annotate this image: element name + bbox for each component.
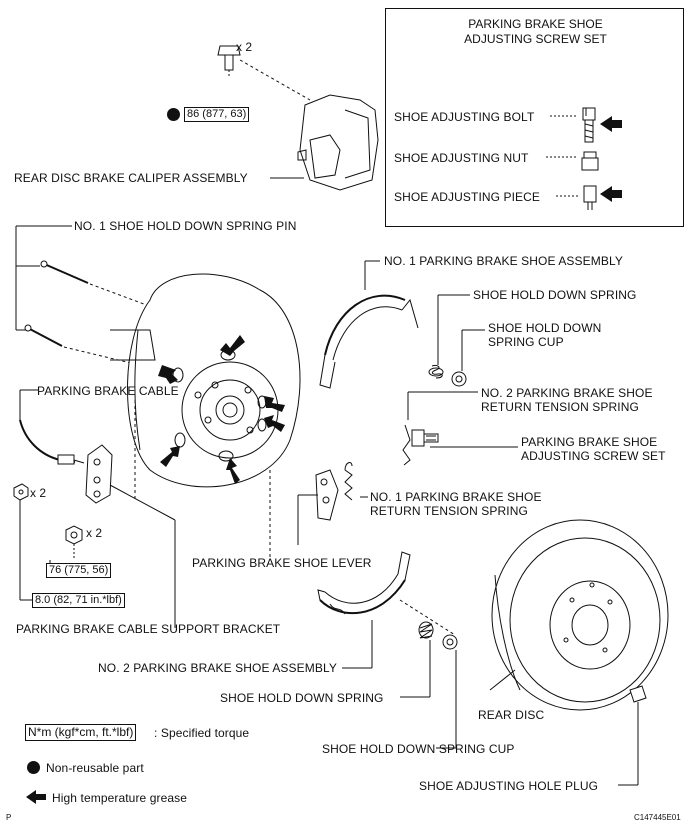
hold-down-pin-upper (40, 260, 89, 284)
label-hold-down-spring-upper: SHOE HOLD DOWN SPRING (473, 288, 637, 302)
label-rear-disc-brake-caliper: REAR DISC BRAKE CALIPER ASSEMBLY (14, 171, 248, 185)
inset-title: PARKING BRAKE SHOE ADJUSTING SCREW SET (464, 17, 607, 46)
label-adjusting-hole-plug: SHOE ADJUSTING HOLE PLUG (419, 779, 599, 793)
label-hold-down-cup-upper: SHOE HOLD DOWN SPRING CUP (488, 321, 602, 349)
label-hold-down-spring-lower: SHOE HOLD DOWN SPRING (220, 691, 384, 705)
inset-grease-arrows (600, 116, 622, 202)
label-cable-support-bracket: PARKING BRAKE CABLE SUPPORT BRACKET (16, 622, 281, 636)
hold-down-spring-upper (428, 365, 444, 379)
legend-non-reusable-dot-icon (27, 761, 40, 774)
label-shoe-adjusting-piece: SHOE ADJUSTING PIECE (394, 190, 541, 204)
adjusting-screw-set-inset: PARKING BRAKE SHOE ADJUSTING SCREW SET (385, 8, 684, 227)
torque-caliper-bolt: 86 (877, 63) (184, 107, 250, 122)
inset-adjusting-nut (581, 151, 599, 171)
legend-torque-text: : Specified torque (154, 726, 250, 740)
rear-disc (491, 519, 669, 711)
torque-bracket-nut: 76 (775, 56) (46, 563, 112, 578)
adjusting-screw-set (411, 429, 439, 447)
label-shoe-adjusting-nut: SHOE ADJUSTING NUT (394, 151, 529, 165)
label-no1-return-spring: NO. 1 PARKING BRAKE SHOE RETURN TENSION … (370, 490, 542, 518)
label-shoe-adjusting-bolt: SHOE ADJUSTING BOLT (394, 110, 535, 124)
torque-bracket-bolt: 8.0 (82, 71 in.*lbf) (32, 593, 125, 608)
inset-adjusting-bolt (582, 107, 596, 143)
return-tension-spring-no2 (402, 424, 411, 466)
legend-grease-text: High temperature grease (52, 791, 188, 805)
label-no1-parking-brake-shoe: NO. 1 PARKING BRAKE SHOE ASSEMBLY (384, 254, 623, 268)
caliper-bolt (217, 45, 241, 78)
inset-adjusting-piece (583, 185, 597, 210)
label-no2-return-spring: NO. 2 PARKING BRAKE SHOE RETURN TENSION … (481, 386, 653, 414)
figure-id: C147445E01 (634, 813, 681, 822)
quantity-x2-bracket-nut: x 2 (86, 526, 103, 540)
hold-down-spring-lower (418, 621, 434, 639)
non-reusable-dot-icon (167, 108, 180, 121)
hold-down-spring-cup-upper (451, 371, 467, 387)
legend-non-reusable-text: Non-reusable part (46, 761, 144, 775)
grease-arrows (158, 335, 285, 484)
caliper-assembly (297, 94, 379, 191)
bracket-bolt (13, 483, 29, 501)
label-no2-parking-brake-shoe: NO. 2 PARKING BRAKE SHOE ASSEMBLY (98, 661, 337, 675)
return-tension-spring-no1 (344, 462, 353, 501)
label-adjusting-screw-set: PARKING BRAKE SHOE ADJUSTING SCREW SET (521, 435, 666, 463)
corner-left-mark: P (6, 813, 12, 822)
hold-down-spring-cup-lower (442, 634, 458, 650)
parking-brake-shoe-no2 (317, 551, 411, 615)
quantity-x2-caliper-bolt: x 2 (236, 40, 253, 54)
legend-torque-box: N*m (kgf*cm, ft.*lbf) (25, 724, 137, 741)
label-hold-down-spring-pin: NO. 1 SHOE HOLD DOWN SPRING PIN (74, 219, 297, 233)
label-parking-brake-cable: PARKING BRAKE CABLE (37, 384, 179, 398)
label-hold-down-cup-lower: SHOE HOLD DOWN SPRING CUP (322, 742, 515, 756)
cable-support-bracket (85, 444, 113, 504)
hold-down-pin-lower (24, 324, 63, 347)
parking-brake-cable (19, 419, 85, 465)
label-rear-disc: REAR DISC (478, 708, 545, 722)
parking-brake-shoe-lever (315, 469, 339, 521)
quantity-x2-bracket-bolt: x 2 (30, 486, 47, 500)
label-parking-brake-shoe-lever: PARKING BRAKE SHOE LEVER (192, 556, 372, 570)
adjusting-hole-plug (629, 685, 647, 703)
backing-plate (110, 273, 301, 488)
parking-brake-shoe-no1 (319, 294, 419, 389)
bracket-nut (65, 525, 83, 545)
legend-grease-arrow-icon (26, 790, 46, 804)
